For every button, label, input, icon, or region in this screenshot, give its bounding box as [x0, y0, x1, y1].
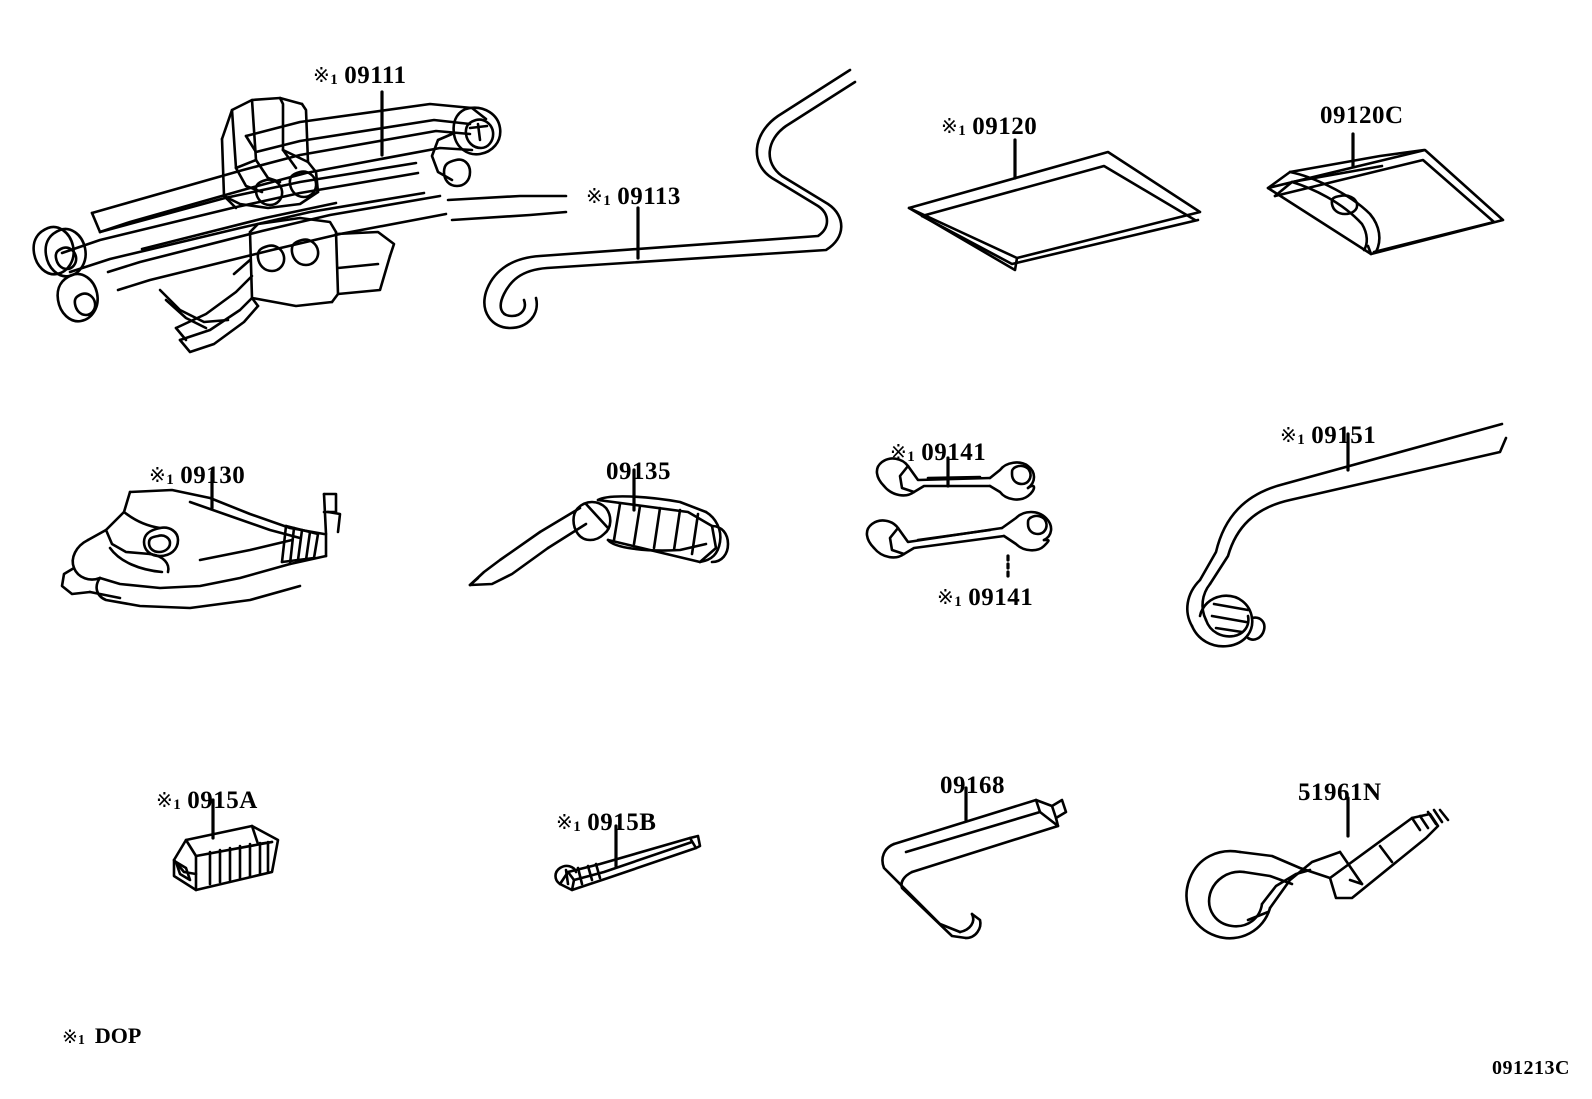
reference-mark-icon: ※ [586, 184, 604, 208]
part-label-09130[interactable]: ※1 09130 [149, 463, 245, 488]
reference-mark-icon: ※ [156, 788, 174, 812]
part-number: 09111 [344, 62, 407, 89]
part-illustration-towing-eyelet [1185, 796, 1450, 940]
part-illustration-extension-bar [554, 824, 702, 892]
part-number: 09113 [617, 183, 681, 210]
part-label-51961N[interactable]: 51961N [1298, 780, 1382, 805]
part-number: 09120 [972, 113, 1038, 140]
reference-mark-number: 1 [1297, 432, 1306, 448]
part-illustration-open-end-wrench-bottom [865, 510, 1053, 582]
part-illustration-open-end-wrench-top [875, 456, 1036, 501]
reference-mark-number: 1 [907, 449, 916, 465]
reference-mark-icon: ※ [941, 114, 959, 138]
part-illustration-tool-bag-cover [1266, 132, 1505, 256]
reference-mark-icon: ※ [313, 63, 331, 87]
part-illustration-wheel-nut-socket [172, 798, 280, 892]
reference-mark-icon: ※ [556, 810, 574, 834]
part-label-09141-top[interactable]: ※1 09141 [890, 440, 986, 465]
part-illustration-jack-assembly [32, 90, 568, 354]
part-illustration-wheel-brace [1186, 422, 1508, 648]
part-illustration-hex-key-wrench [881, 786, 1068, 940]
reference-mark-icon: ※ [149, 463, 167, 487]
footnote-legend: ※1 DOP [62, 1023, 141, 1049]
reference-mark-number: 1 [954, 594, 963, 610]
part-number: 09141 [968, 584, 1034, 611]
part-label-09111[interactable]: ※1 09111 [313, 63, 407, 88]
part-number: 09135 [606, 458, 671, 485]
part-illustration-tool-bag [907, 138, 1202, 272]
part-label-09141-bottom[interactable]: ※1 09141 [937, 585, 1033, 610]
reference-mark-icon: ※ [890, 440, 908, 464]
reference-mark-number: 1 [77, 1033, 85, 1048]
part-label-09168[interactable]: 09168 [940, 773, 1005, 798]
part-number: 0915A [187, 787, 258, 814]
part-illustration-screwdriver [468, 468, 730, 587]
reference-mark-number: 1 [958, 123, 967, 139]
part-label-09151[interactable]: ※1 09151 [1280, 423, 1376, 448]
reference-mark-number: 1 [573, 819, 582, 835]
reference-mark-number: 1 [603, 193, 612, 209]
part-label-09113[interactable]: ※1 09113 [586, 184, 681, 209]
part-label-09135[interactable]: 09135 [606, 459, 671, 484]
part-label-0915B[interactable]: ※1 0915B [556, 810, 656, 835]
part-illustration-jack-handle [483, 68, 857, 330]
footnote-text: DOP [94, 1023, 142, 1048]
part-number: 09141 [921, 439, 987, 466]
part-number: 09168 [940, 772, 1005, 799]
part-label-09120[interactable]: ※1 09120 [941, 114, 1037, 139]
reference-mark-number: 1 [330, 72, 339, 88]
diagram-sheet-id: 091213C [1492, 1057, 1570, 1079]
part-label-0915A[interactable]: ※1 0915A [156, 788, 258, 813]
part-label-09120C[interactable]: 09120C [1320, 103, 1404, 128]
part-illustration-pliers [60, 470, 342, 610]
part-number: 09120C [1320, 102, 1404, 129]
part-number: 09151 [1311, 422, 1377, 449]
part-number: 09130 [180, 462, 246, 489]
reference-mark-icon: ※ [62, 1026, 78, 1048]
part-number: 0915B [587, 809, 657, 836]
reference-mark-number: 1 [173, 797, 182, 813]
part-number: 51961N [1298, 779, 1382, 806]
reference-mark-icon: ※ [1280, 423, 1298, 447]
reference-mark-number: 1 [166, 472, 175, 488]
reference-mark-icon: ※ [937, 585, 955, 609]
